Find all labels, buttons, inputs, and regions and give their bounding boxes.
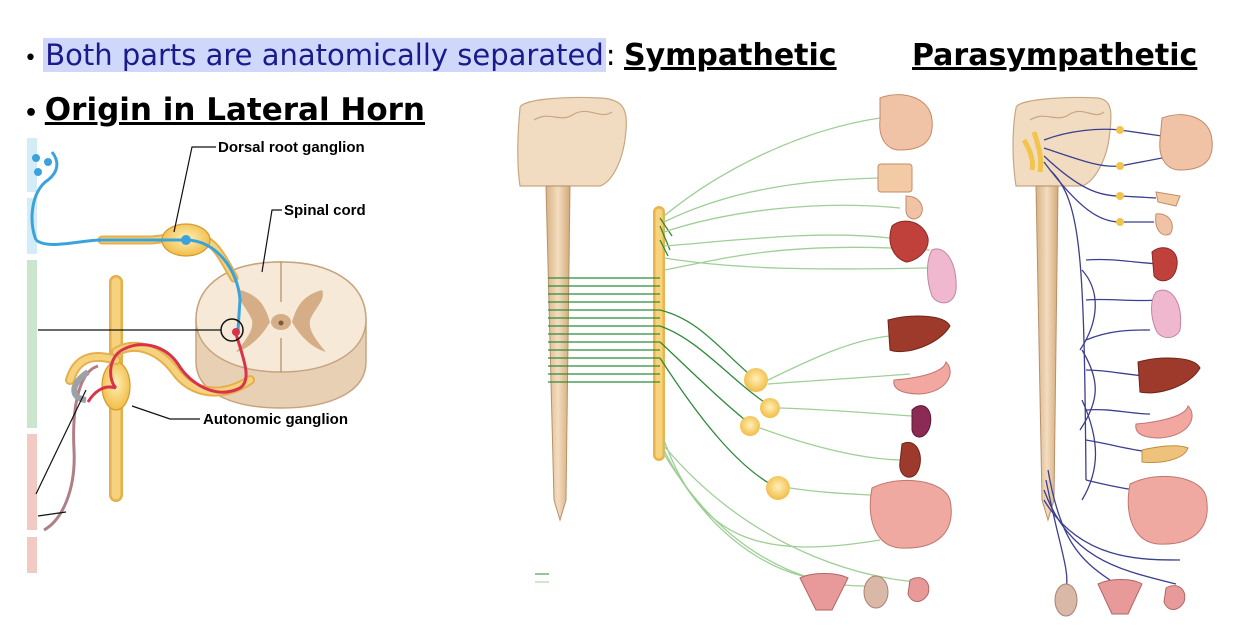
para-organ-heart: [1151, 247, 1178, 282]
sym-organ-intestine: [869, 479, 952, 549]
para-organ-stomach: [1135, 404, 1193, 439]
para-organ-uterus: [1097, 579, 1143, 615]
highlighted-text: Both parts are anatomically separated: [43, 38, 606, 72]
sympathetic-heading: Sympathetic: [624, 38, 837, 73]
spinal-cross-section-diagram: [27, 138, 367, 573]
sym-organ-liver: [887, 315, 951, 352]
sym-organ-skin: [877, 163, 913, 193]
origin-heading: Origin in Lateral Horn: [44, 92, 425, 128]
para-organ-liver: [1137, 357, 1201, 394]
label-dorsal-root-ganglion: Dorsal root ganglion: [218, 139, 365, 156]
label-spinal-cord: Spinal cord: [284, 202, 366, 219]
sym-organ-kidney: [899, 441, 921, 478]
colon: :: [605, 38, 616, 72]
sidebar-blue-top: [27, 138, 37, 192]
sym-organ-uterus: [799, 573, 849, 611]
parasympathetic-diagram: [1012, 96, 1213, 617]
sympathetic-diagram: [517, 94, 957, 611]
sym-organ-stomach: [893, 360, 951, 395]
sym-organ-head: [879, 94, 933, 151]
label-autonomic-ganglion: Autonomic ganglion: [203, 411, 348, 428]
sym-organ-lung: [927, 248, 957, 304]
para-organ-bladder: [1163, 585, 1186, 610]
bullet-origin: • Origin in Lateral Horn: [24, 92, 425, 128]
sym-organ-testis: [863, 575, 889, 609]
para-organ-testis: [1054, 583, 1078, 617]
para-organ-lung: [1151, 289, 1182, 338]
sym-organ-bladder: [907, 577, 930, 602]
para-organ-intestine: [1127, 475, 1208, 545]
bullet-dot: •: [24, 46, 37, 71]
para-organ-head: [1159, 114, 1213, 171]
sym-organ-heart: [889, 220, 929, 263]
parasympathetic-heading: Parasympathetic: [912, 38, 1198, 73]
sidebar-pink-bottom: [27, 537, 37, 573]
sidebar-green: [27, 260, 37, 428]
para-organ-pancreas: [1141, 445, 1189, 463]
sidebar-pink: [27, 434, 37, 530]
bullet-anatomical-separation: • Both parts are anatomically separated:: [24, 38, 616, 72]
sym-organ-spleen: [911, 405, 932, 438]
